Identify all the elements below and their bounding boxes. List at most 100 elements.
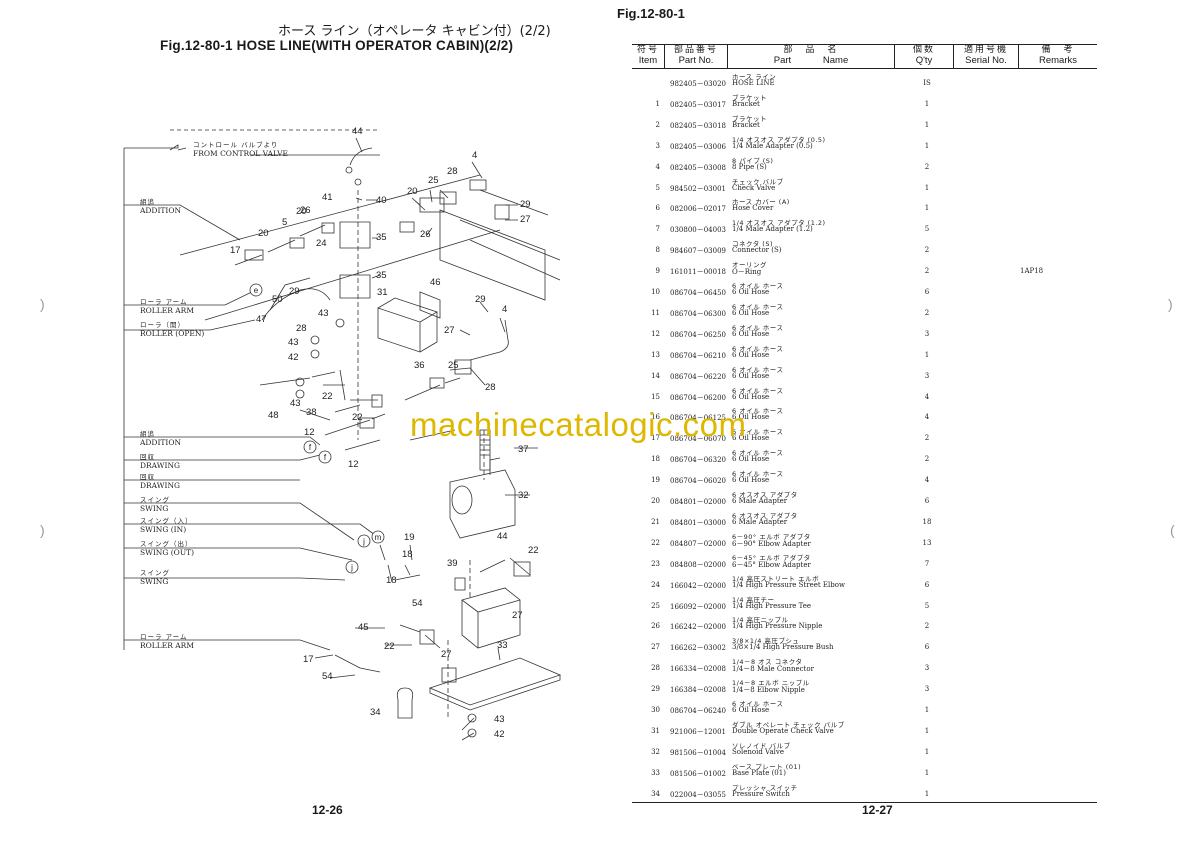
row-qty: 2	[924, 622, 930, 631]
row-item: 19	[651, 476, 660, 485]
row-qty: 1	[924, 120, 930, 129]
callout: 45	[358, 622, 369, 633]
row-qty: 2	[924, 246, 930, 255]
row-part-no: 086704－06125	[670, 414, 726, 423]
row-name: Solenoid Valve	[732, 747, 784, 756]
row-qty: 2	[924, 434, 930, 443]
callout: 47	[256, 314, 267, 325]
row-name: HOSE LINE	[732, 79, 775, 87]
row-part-no: 086704－06070	[670, 435, 726, 444]
row-name: 6 Oil Hose	[732, 288, 770, 296]
row-name-japanese: 6 オイル ホース	[732, 470, 784, 479]
row-qty: 1	[924, 204, 930, 213]
row-name-japanese: コネクタ (S)	[732, 240, 774, 249]
callout: 4	[502, 304, 507, 315]
callout: 40	[376, 195, 387, 206]
row-name: Bracket	[732, 99, 760, 108]
row-name: 6 Oil Hose	[732, 434, 770, 443]
row-name-japanese: 6 オイル ホース	[732, 365, 784, 374]
row-name-japanese: 6 オスオス アダプタ	[732, 511, 798, 520]
callout: 22	[322, 391, 333, 402]
row-name-japanese: 1/4 オスオス アダプタ (0.5)	[732, 135, 826, 144]
row-part-no: 981506－01004	[670, 748, 726, 757]
row-part-no: 082405－03006	[670, 142, 726, 151]
row-name-japanese: 6 オイル ホース	[732, 449, 784, 458]
row-part-no: 081506－01002	[670, 769, 726, 778]
callout: 50	[272, 294, 283, 305]
row-name-japanese: 6－90° エルボ アダプタ	[732, 532, 811, 541]
row-item: 13	[651, 350, 660, 359]
row-part-no: 084801－03000	[670, 518, 726, 527]
row-qty: 1	[924, 726, 930, 735]
row-name: O－Ring	[732, 268, 762, 277]
row-qty: 3	[924, 664, 930, 673]
row-part-no: 086704－06220	[670, 372, 726, 381]
row-qty: 4	[924, 392, 930, 401]
page-number-right: 12-27	[862, 803, 893, 817]
callout: 38	[306, 407, 317, 418]
row-name: 6 Oil Hose	[732, 308, 770, 317]
row-qty: 3	[924, 685, 930, 694]
row-item: 12	[651, 329, 660, 338]
callout: 42	[288, 352, 299, 363]
row-item: 22	[651, 538, 660, 547]
row-name-japanese: ブラケット	[732, 114, 767, 123]
row-name-japanese: 6 オイル ホース	[732, 386, 784, 395]
row-name: 1/4－8 Elbow Nipple	[732, 686, 805, 695]
row-qty: 4	[924, 413, 930, 422]
callout: 18	[402, 549, 413, 560]
row-item: 4	[655, 162, 660, 171]
row-item: 27	[651, 643, 660, 652]
callout: 27	[520, 214, 531, 225]
row-name-japanese: 1/4－8 エルボ ニップル	[732, 679, 810, 688]
row-item: 32	[651, 747, 660, 756]
callout: 17	[303, 654, 314, 665]
callout: 17	[230, 245, 241, 256]
row-name-japanese: 1/4 高圧ニップル	[732, 616, 789, 625]
row-name: 8 Pipe (S)	[732, 162, 767, 171]
figure-number: Fig.12-80-1	[617, 6, 685, 21]
row-part-no: 984607－03009	[670, 247, 726, 256]
callout: 22	[528, 545, 539, 556]
callout: 19	[404, 532, 415, 543]
row-name: 6 Oil Hose	[732, 706, 770, 714]
row-item: 31	[651, 726, 660, 735]
row-qty: 18	[922, 517, 932, 526]
row-part-no: 086704－06320	[670, 456, 726, 465]
callout: 39	[447, 558, 458, 569]
callout: 37	[518, 444, 529, 455]
row-name-japanese: 1/4 高圧ストリート エルボ	[732, 574, 820, 583]
callout: 20	[258, 228, 269, 239]
callout: 32	[518, 490, 529, 501]
row-name: 1/4 High Pressure Street Elbow	[732, 580, 845, 589]
row-part-no: 084801－02000	[670, 498, 726, 506]
row-item: 33	[651, 768, 660, 777]
hose-line-diagram: e f f j m j 44 4 28 25 20 29 27 41 40 20…	[123, 126, 562, 741]
marker-f: f	[324, 453, 327, 462]
callout: 20	[296, 206, 307, 217]
row-part-no: 022004－03055	[670, 790, 726, 799]
row-name-japanese: ベース プレート (01)	[732, 762, 802, 771]
callout: 35	[376, 232, 387, 243]
row-item: 3	[655, 141, 660, 150]
row-item: 24	[651, 580, 660, 589]
edge-mark: )	[40, 296, 45, 312]
row-qty: 6	[924, 643, 930, 652]
row-qty: 1	[924, 768, 930, 777]
row-item: 10	[651, 288, 660, 296]
callout: 29	[520, 199, 531, 210]
row-qty: 2	[924, 267, 930, 276]
row-part-no: 166242－02000	[670, 623, 726, 632]
row-item: 8	[655, 246, 660, 255]
row-item: 20	[651, 497, 660, 505]
